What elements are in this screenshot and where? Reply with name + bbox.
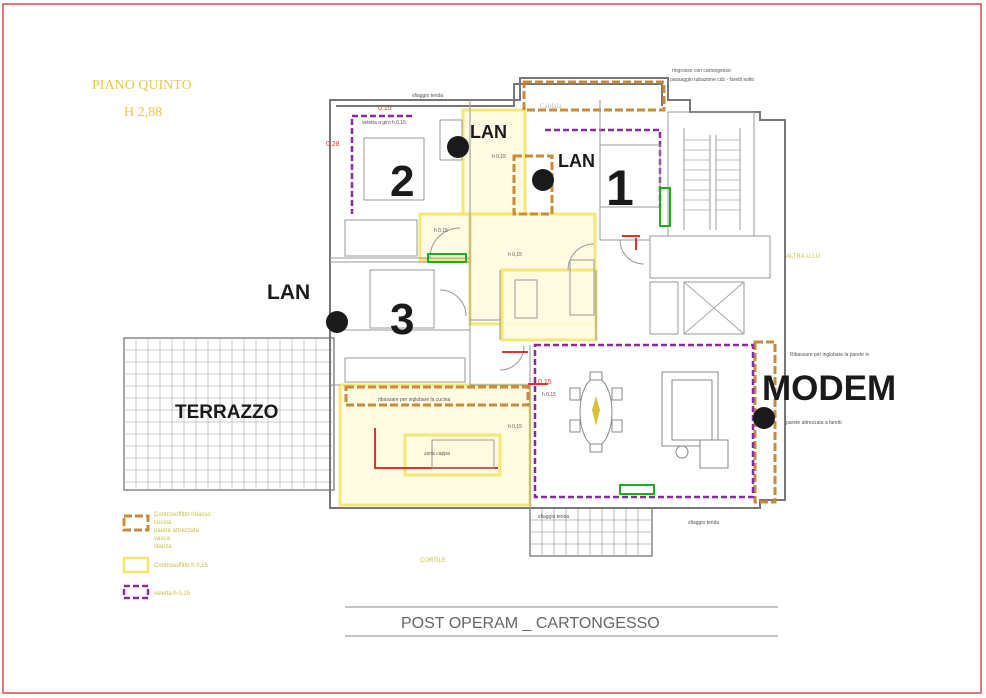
note-top-2: passaggio tubazione cdz - faretti sotto	[670, 77, 754, 83]
terrace: TERRAZZO	[123, 337, 335, 491]
h015-label: h 0,15	[508, 252, 522, 258]
equipped-wall-label: parete attrezzata a faretti	[786, 420, 842, 426]
legend: Controsoffitto ribasso : cucina parete a…	[122, 512, 214, 600]
modem-point: MODEM	[753, 369, 896, 429]
dim-028: 0,28	[326, 141, 340, 148]
svg-text:vasca: vasca	[154, 536, 170, 542]
lan-label: LAN	[470, 122, 507, 142]
sofa	[661, 371, 729, 469]
modem-label: MODEM	[762, 369, 896, 408]
h015-label: h 0,15	[492, 154, 506, 160]
kitchen-lower-label: ribassare per inglobare la cucina	[378, 397, 450, 403]
modem-dot-icon	[753, 407, 775, 429]
awning-label-1: sfiaggio tenda	[412, 93, 443, 99]
terrace-label: TERRAZZO	[175, 402, 278, 423]
h015-label: h 0,15	[434, 228, 448, 234]
svg-text:parete attrezzata: parete attrezzata	[154, 528, 200, 534]
lowered-ceiling-boiler	[522, 80, 666, 112]
caption: POST OPERAM _ CARTONGESSO	[345, 606, 778, 637]
balcony	[529, 507, 653, 557]
other-unit-label: ALTRA U.I.U	[786, 254, 820, 260]
svg-text:Controsoffitto h 0,15: Controsoffitto h 0,15	[154, 563, 209, 569]
doors	[429, 227, 645, 371]
outer-wall	[329, 77, 786, 509]
page-border	[2, 3, 982, 694]
lan-label: LAN	[558, 151, 595, 171]
awning-label-2: sfiaggio tenda	[538, 514, 569, 520]
floor-title: PIANO QUINTO	[92, 78, 192, 93]
note-top-1: ringrosso con cartongesso	[672, 68, 731, 74]
lan-label: LAN	[267, 281, 310, 304]
kitchen-lines	[374, 428, 498, 469]
room-2-number: 2	[390, 157, 414, 206]
lan-dot-icon	[532, 169, 554, 191]
veletta-living	[533, 343, 755, 499]
svg-text:stanza: stanza	[154, 544, 172, 550]
svg-text:veletta h 0,15: veletta h 0,15	[154, 591, 191, 597]
lan-dot-icon	[447, 136, 469, 158]
lan-point-room2: LAN	[447, 122, 507, 158]
lowered-ceiling-kitchen	[344, 385, 530, 407]
lan-point-room3: LAN	[267, 281, 348, 333]
room-3-number: 3	[390, 295, 414, 344]
svg-text:cucina: cucina	[154, 520, 172, 526]
dim-015b: 0,15	[538, 379, 552, 386]
dim-015: 0,15	[378, 105, 392, 112]
stair-core	[649, 111, 771, 335]
dining-table	[569, 371, 623, 453]
h015-label: h 0,15	[508, 424, 522, 430]
boiler-label: Caldaia	[540, 102, 562, 110]
tv-wall-label: Ribassare per inglobare la parete tv	[790, 352, 870, 358]
caption-text: POST OPERAM _ CARTONGESSO	[401, 615, 660, 632]
h015-label: h 0,15	[542, 392, 556, 398]
svg-text:Controsoffitto ribasso :: Controsoffitto ribasso :	[154, 512, 214, 518]
courtyard-label: CORTILE	[420, 558, 446, 564]
hood-label: zona cappa	[424, 451, 450, 457]
ceiling-zone-bath	[461, 108, 527, 216]
lan-dot-icon	[326, 311, 348, 333]
awning-label-3: sfiaggio tenda	[688, 520, 719, 526]
veletta-label: veletta a giro h 0,15	[362, 120, 406, 126]
room-1-number: 1	[606, 160, 634, 216]
lan-point-room1: LAN	[532, 151, 595, 191]
floor-height: H 2,88	[124, 105, 162, 120]
